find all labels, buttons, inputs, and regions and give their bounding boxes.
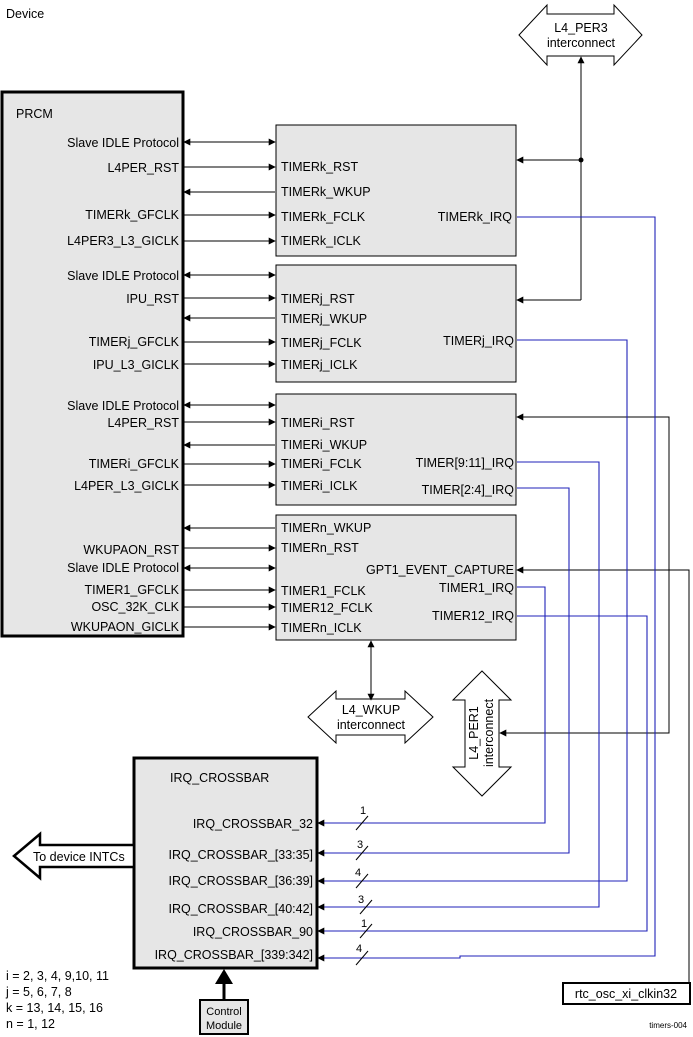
timer-i-input: TIMERi_WKUP [281,438,367,452]
rtc-clkin-block: rtc_osc_xi_clkin32 [562,982,691,1005]
crossbar-input: IRQ_CROSSBAR_90 [193,925,313,939]
prcm-signal: Slave IDLE Protocol [67,399,179,413]
l4-per3-label: L4_PER3 [554,21,608,35]
prcm-signal: TIMERk_GFCLK [85,208,179,222]
timer-n-input: TIMERn_ICLK [281,621,362,635]
timer-k-block [275,124,517,257]
timer-k-input: TIMERk_FCLK [281,210,366,224]
bus-width-label: 3 [357,839,363,851]
timer-n-input: TIMER1_FCLK [281,584,366,598]
bus-width-label: 4 [356,943,362,955]
prcm-signal: TIMER1_GFCLK [85,583,180,597]
crossbar-input: IRQ_CROSSBAR_32 [193,817,313,831]
bus-width-label: 4 [355,867,361,879]
l4-per1-label: interconnect [482,698,496,767]
prcm-block: PRCM Slave IDLE Protocol L4PER_RST TIMER… [0,90,185,638]
irq-routing-wires [317,216,656,962]
l4-wkup-label: interconnect [337,718,406,732]
prcm-signal: L4PER3_L3_GICLK [67,234,180,248]
l4-wkup-label: L4_WKUP [342,703,400,717]
prcm-signal: Slave IDLE Protocol [67,561,179,575]
l4-per1-interconnect: L4_PER1 interconnect [451,670,513,797]
timer-i-irq: TIMER[2:4]_IRQ [422,483,515,497]
crossbar-input: IRQ_CROSSBAR_[36:39] [168,874,313,888]
timer-n-input: TIMERn_WKUP [281,521,371,535]
figure-id: timers-004 [649,1021,687,1030]
l4-per1-wires [499,413,670,737]
bus-width-label: 1 [360,805,366,817]
timer-n-input: TIMER12_FCLK [281,601,373,615]
clkin-capture-wire [516,566,690,983]
legend-line: j = 5, 6, 7, 8 [5,985,72,999]
timer-n-input: TIMERn_RST [281,541,359,555]
to-intc-arrow: To device INTCs [12,831,136,881]
timer-j-input: TIMERj_FCLK [281,336,362,350]
timer-j-input: TIMERj_RST [281,292,355,306]
bus-width-marks: 1 3 4 3 1 4 [355,805,373,966]
legend-line: n = 1, 12 [6,1017,55,1031]
prcm-signal: WKUPAON_GICLK [71,620,180,634]
prcm-timer-wires [183,138,276,631]
prcm-signal: L4PER_RST [107,416,179,430]
timer-j-irq: TIMERj_IRQ [443,334,514,348]
timer-n-irq: TIMER12_IRQ [432,609,514,623]
crossbar-input: IRQ_CROSSBAR_[339:342] [155,948,313,962]
l4-per3-wires [516,56,585,304]
timer-i-input: TIMERi_FCLK [281,457,362,471]
crossbar-input: IRQ_CROSSBAR_[40:42] [168,902,313,916]
timer-k-input: TIMERk_RST [281,160,358,174]
rtc-clkin-label: rtc_osc_xi_clkin32 [575,987,677,1001]
l4-per3-label: interconnect [547,36,616,50]
l4-per3-interconnect: L4_PER3 interconnect [518,3,643,67]
device-title: Device [6,7,44,21]
to-intc-label: To device INTCs [33,850,125,864]
timer-j-input: TIMERj_WKUP [281,312,367,326]
control-module-label: Module [206,1020,242,1032]
prcm-signal: L4PER_L3_GICLK [74,479,180,493]
irq-crossbar-block: IRQ_CROSSBAR IRQ_CROSSBAR_32 IRQ_CROSSBA… [132,756,319,970]
timer-k-irq: TIMERk_IRQ [438,210,513,224]
index-legend: i = 2, 3, 4, 9,10, 11 j = 5, 6, 7, 8 k =… [5,969,109,1031]
prcm-signal: IPU_RST [126,292,179,306]
prcm-signal: Slave IDLE Protocol [67,136,179,150]
bus-width-label: 1 [361,918,367,930]
prcm-signal: IPU_L3_GICLK [93,358,180,372]
timer-i-irq: TIMER[9:11]_IRQ [416,456,515,470]
timer-n-block [275,514,517,641]
control-module-label: Control [206,1006,241,1018]
timer-n-capture: GPT1_EVENT_CAPTURE [366,563,514,577]
timer-n-irq: TIMER1_IRQ [439,581,514,595]
control-module-block: Control Module [199,999,249,1035]
prcm-signal: OSC_32K_CLK [91,600,179,614]
timer-j-input: TIMERj_ICLK [281,358,358,372]
l4-wkup-interconnect: L4_WKUP interconnect [307,689,434,745]
timer-i-block [275,393,517,506]
timer-i-input: TIMERi_ICLK [281,479,358,493]
legend-line: k = 13, 14, 15, 16 [6,1001,103,1015]
prcm-signal: TIMERi_GFCLK [89,457,180,471]
bus-width-label: 3 [358,894,364,906]
timer-j-block [275,264,517,383]
prcm-signal: Slave IDLE Protocol [67,269,179,283]
prcm-signal: L4PER_RST [107,161,179,175]
crossbar-label: IRQ_CROSSBAR [170,771,269,785]
prcm-signal: TIMERj_GFCLK [89,335,180,349]
l4-per1-label: L4_PER1 [467,706,481,760]
control-module-arrowhead [215,969,233,984]
crossbar-input: IRQ_CROSSBAR_[33:35] [168,848,313,862]
timer-k-input: TIMERk_WKUP [281,185,371,199]
timer-k-input: TIMERk_ICLK [281,234,362,248]
timer-i-input: TIMERi_RST [281,416,355,430]
legend-line: i = 2, 3, 4, 9,10, 11 [6,969,109,983]
prcm-label: PRCM [16,107,53,121]
prcm-signal: WKUPAON_RST [83,543,179,557]
